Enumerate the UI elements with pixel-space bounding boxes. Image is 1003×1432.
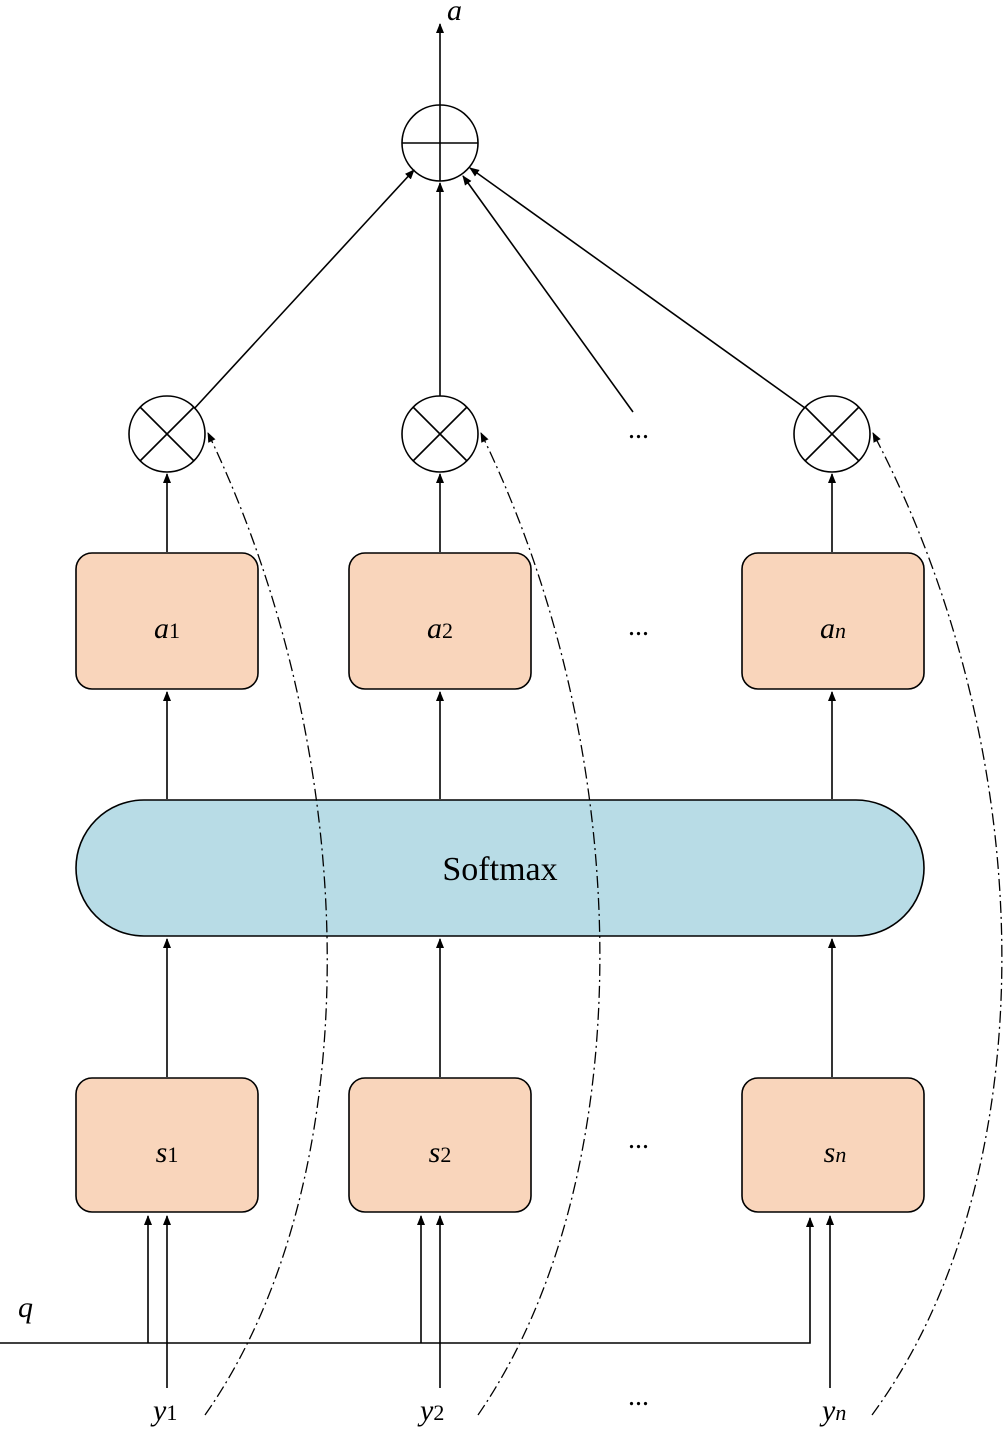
multiply-node-1: [128, 395, 206, 473]
score-node-n: sn: [741, 1077, 925, 1213]
svg-text:sn: sn: [824, 1136, 847, 1169]
query-label: q: [18, 1291, 33, 1324]
svg-text:s2: s2: [429, 1136, 452, 1169]
multiply-node-2: [401, 395, 479, 473]
input-label-1: y1: [150, 1394, 177, 1427]
input-label-2: y2: [417, 1394, 444, 1427]
edge-mul1-sum: [192, 169, 415, 411]
svg-text:a1: a1: [154, 612, 180, 645]
dashed-y2-mul2: [477, 432, 601, 1416]
softmax-block: Softmax: [75, 799, 925, 937]
ellipsis-inputs: ...: [628, 1381, 649, 1412]
score-node-1: s1: [75, 1077, 259, 1213]
ellipsis-score: ...: [628, 1124, 649, 1155]
attention-node-n: an: [741, 552, 925, 690]
score-node-2: s2: [348, 1077, 532, 1213]
multiply-node-n: [793, 395, 871, 473]
sum-node: [401, 104, 479, 182]
edge-muln-sum: [469, 167, 806, 409]
attention-node-2: a2: [348, 552, 532, 690]
attention-node-1: a1: [75, 552, 259, 690]
output-label: a: [447, 0, 462, 27]
svg-text:an: an: [820, 612, 846, 645]
svg-text:s1: s1: [156, 1136, 179, 1169]
ellipsis-multiply: ...: [628, 414, 649, 445]
input-label-n: yn: [819, 1394, 846, 1427]
edge-ellipsis-sum: [462, 175, 634, 413]
dashed-y1-mul1: [204, 432, 328, 1416]
ellipsis-attention: ...: [628, 611, 649, 642]
svg-text:Softmax: Softmax: [442, 851, 557, 888]
query-line: [0, 1217, 814, 1344]
dashed-yn-muln: [871, 432, 1003, 1416]
svg-text:a2: a2: [427, 612, 453, 645]
